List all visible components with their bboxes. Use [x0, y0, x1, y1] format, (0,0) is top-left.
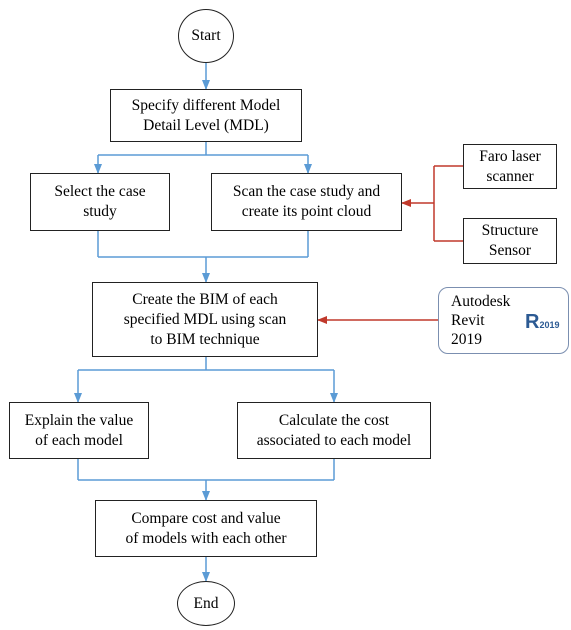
- compare-label: Compare cost and value of models with ea…: [125, 509, 287, 547]
- end-node: End: [177, 581, 235, 626]
- autodesk-revit-box: Autodesk Revit 2019 R2019: [438, 287, 569, 354]
- scan-case-box: Scan the case study and create its point…: [211, 173, 402, 231]
- revit-logo-year: 2019: [539, 320, 560, 330]
- faro-scanner-label: Faro laser scanner: [479, 147, 541, 185]
- faro-scanner-box: Faro laser scanner: [463, 144, 557, 189]
- specify-mdl-box: Specify different Model Detail Level (MD…: [110, 89, 302, 142]
- structure-sensor-box: Structure Sensor: [463, 218, 557, 264]
- calculate-cost-label: Calculate the cost associated to each mo…: [256, 411, 412, 449]
- create-bim-label: Create the BIM of each specified MDL usi…: [123, 290, 287, 348]
- explain-value-box: Explain the value of each model: [9, 402, 149, 459]
- create-bim-box: Create the BIM of each specified MDL usi…: [92, 282, 318, 357]
- revit-logo-letter: R: [525, 311, 540, 333]
- structure-sensor-label: Structure Sensor: [481, 222, 539, 259]
- specify-mdl-label: Specify different Model Detail Level (MD…: [131, 96, 281, 134]
- revit-logo-icon: R2019: [525, 312, 559, 335]
- select-case-box: Select the case study: [30, 173, 170, 231]
- compare-box: Compare cost and value of models with ea…: [95, 500, 317, 557]
- start-node: Start: [178, 9, 234, 63]
- explain-value-label: Explain the value of each model: [24, 411, 134, 449]
- end-label: End: [193, 594, 219, 612]
- calculate-cost-box: Calculate the cost associated to each mo…: [237, 402, 431, 459]
- autodesk-revit-label: Autodesk Revit 2019: [451, 293, 511, 348]
- scan-case-label: Scan the case study and create its point…: [232, 183, 381, 220]
- start-label: Start: [191, 27, 221, 44]
- select-case-label: Select the case study: [54, 183, 146, 220]
